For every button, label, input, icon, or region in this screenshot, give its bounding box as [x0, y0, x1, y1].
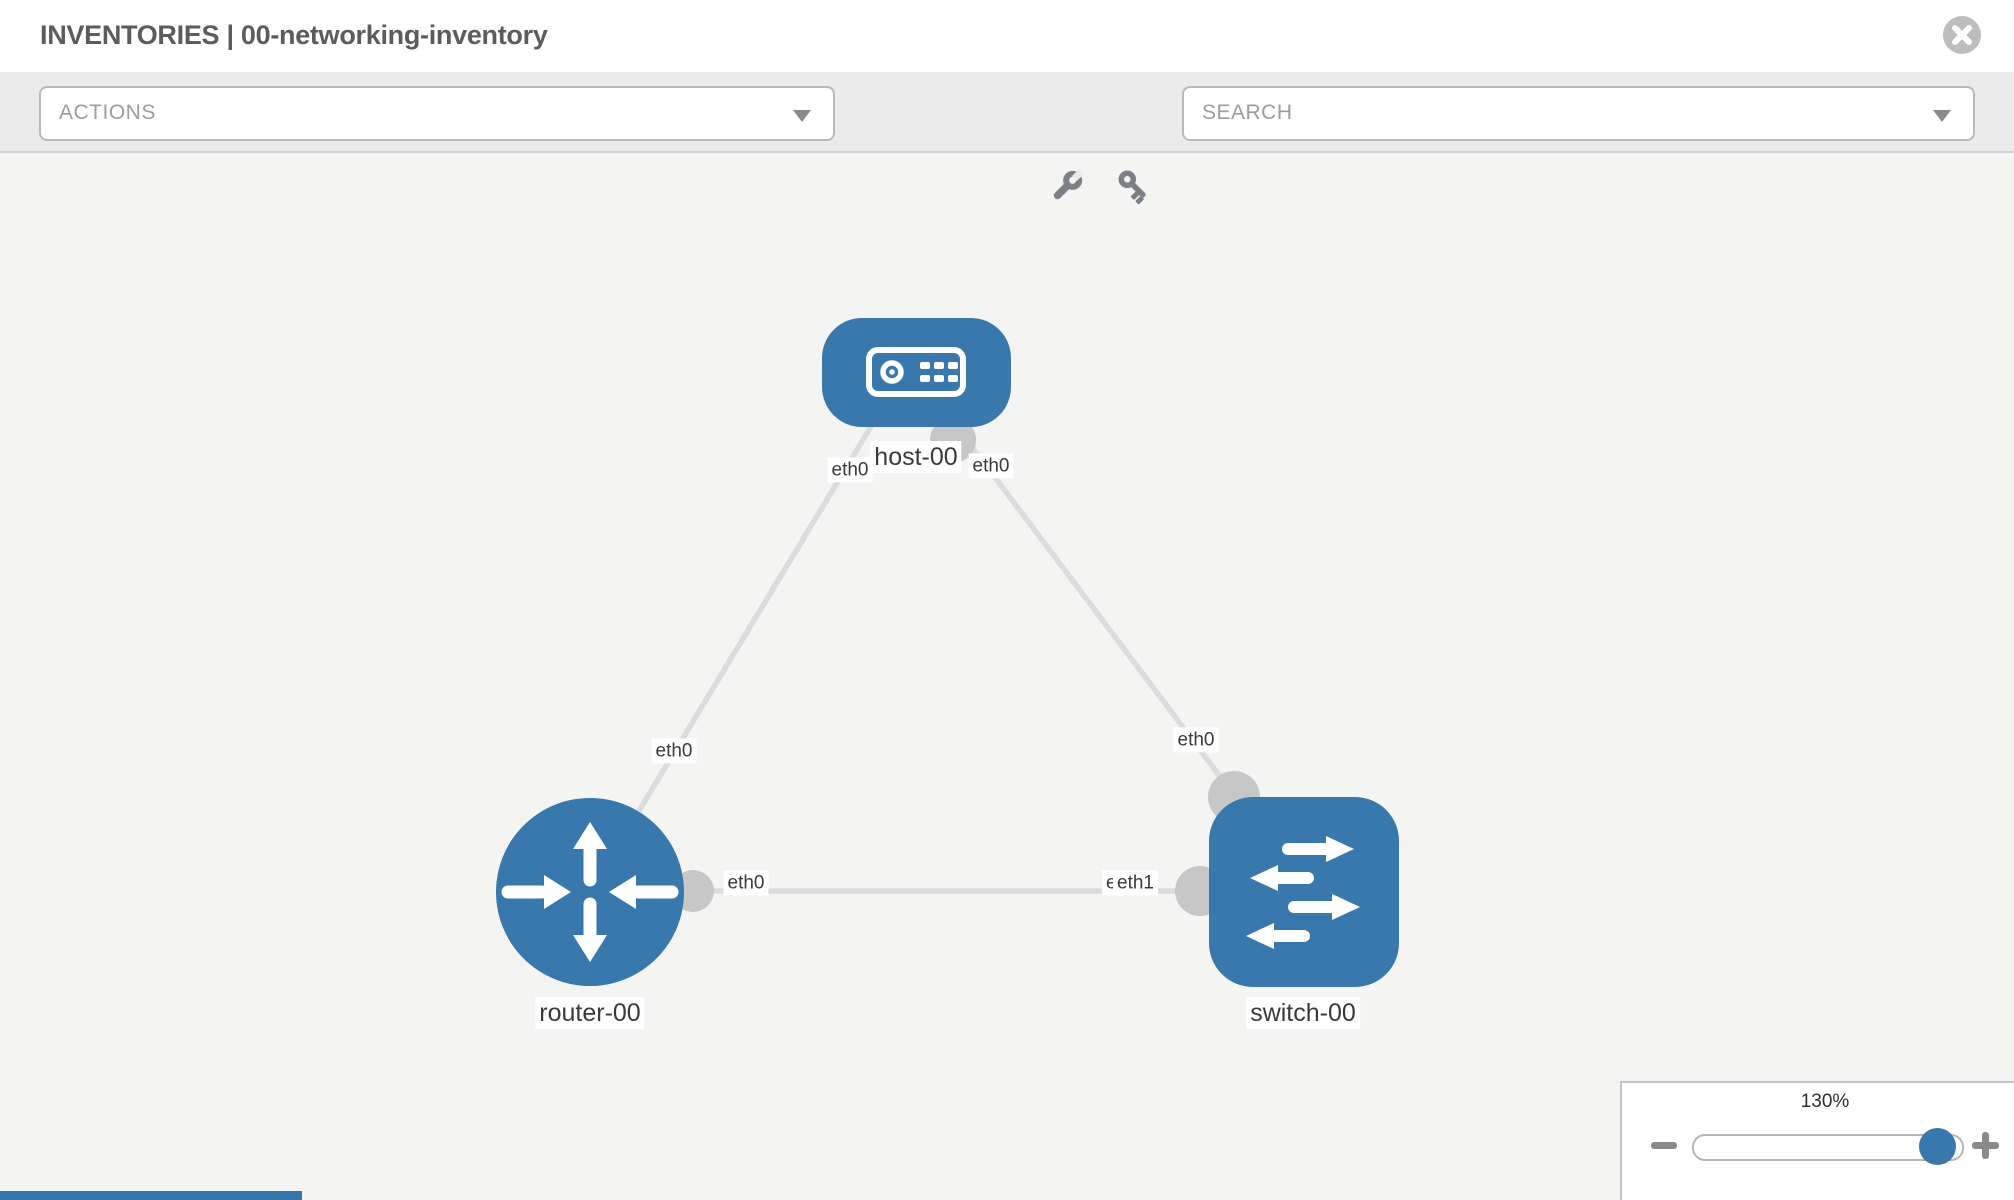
interface-label-router-to-switch: eth0 — [723, 870, 769, 896]
wrench-button[interactable] — [1049, 168, 1085, 204]
zoom-in-button[interactable] — [1972, 1132, 1999, 1159]
close-icon — [1943, 16, 1981, 54]
node-host[interactable] — [822, 318, 1011, 427]
actions-dropdown-label: ACTIONS — [59, 101, 156, 124]
node-label-switch: switch-00 — [1246, 997, 1360, 1029]
interface-label-host-to-switch: eth0 — [968, 453, 1014, 479]
key-button[interactable] — [1116, 168, 1152, 205]
zoom-out-button[interactable] — [1651, 1142, 1677, 1149]
header-bar: INVENTORIES | 00-networking-inventory — [0, 0, 2014, 72]
node-switch[interactable] — [1209, 797, 1399, 987]
bottom-accent-bar — [0, 1191, 302, 1200]
zoom-slider-thumb[interactable] — [1919, 1128, 1956, 1165]
actions-dropdown[interactable]: ACTIONS — [39, 86, 835, 141]
interface-label-switch-to-router-front: eth1 — [1113, 870, 1158, 896]
wrench-icon — [1053, 169, 1084, 200]
close-button[interactable] — [1943, 16, 1981, 54]
caret-down-icon — [793, 110, 811, 122]
toolbar: ACTIONS SEARC — [0, 72, 2014, 205]
interface-label-host-to-router: eth0 — [827, 457, 873, 483]
page-title: INVENTORIES | 00-networking-inventory — [40, 20, 548, 50]
search-placeholder: SEARCH — [1202, 101, 1293, 124]
router-icon — [501, 822, 679, 962]
switch-icon — [1246, 836, 1360, 949]
zoom-level-label: 130% — [1800, 1091, 1850, 1112]
key-icon — [1118, 170, 1146, 205]
plus-icon — [1982, 1132, 1989, 1159]
node-router[interactable] — [496, 798, 684, 986]
interface-label-switch-to-host: eth0 — [1173, 727, 1219, 753]
zoom-panel: 130% — [1620, 1081, 2014, 1200]
zoom-slider[interactable] — [1692, 1128, 1964, 1165]
host-icon — [866, 347, 966, 397]
caret-down-icon — [1933, 110, 1951, 122]
node-label-router: router-00 — [535, 997, 645, 1029]
node-label-host: host-00 — [870, 441, 962, 473]
interface-label-router-to-host: eth0 — [651, 738, 697, 764]
search-dropdown[interactable]: SEARCH — [1182, 86, 1975, 141]
